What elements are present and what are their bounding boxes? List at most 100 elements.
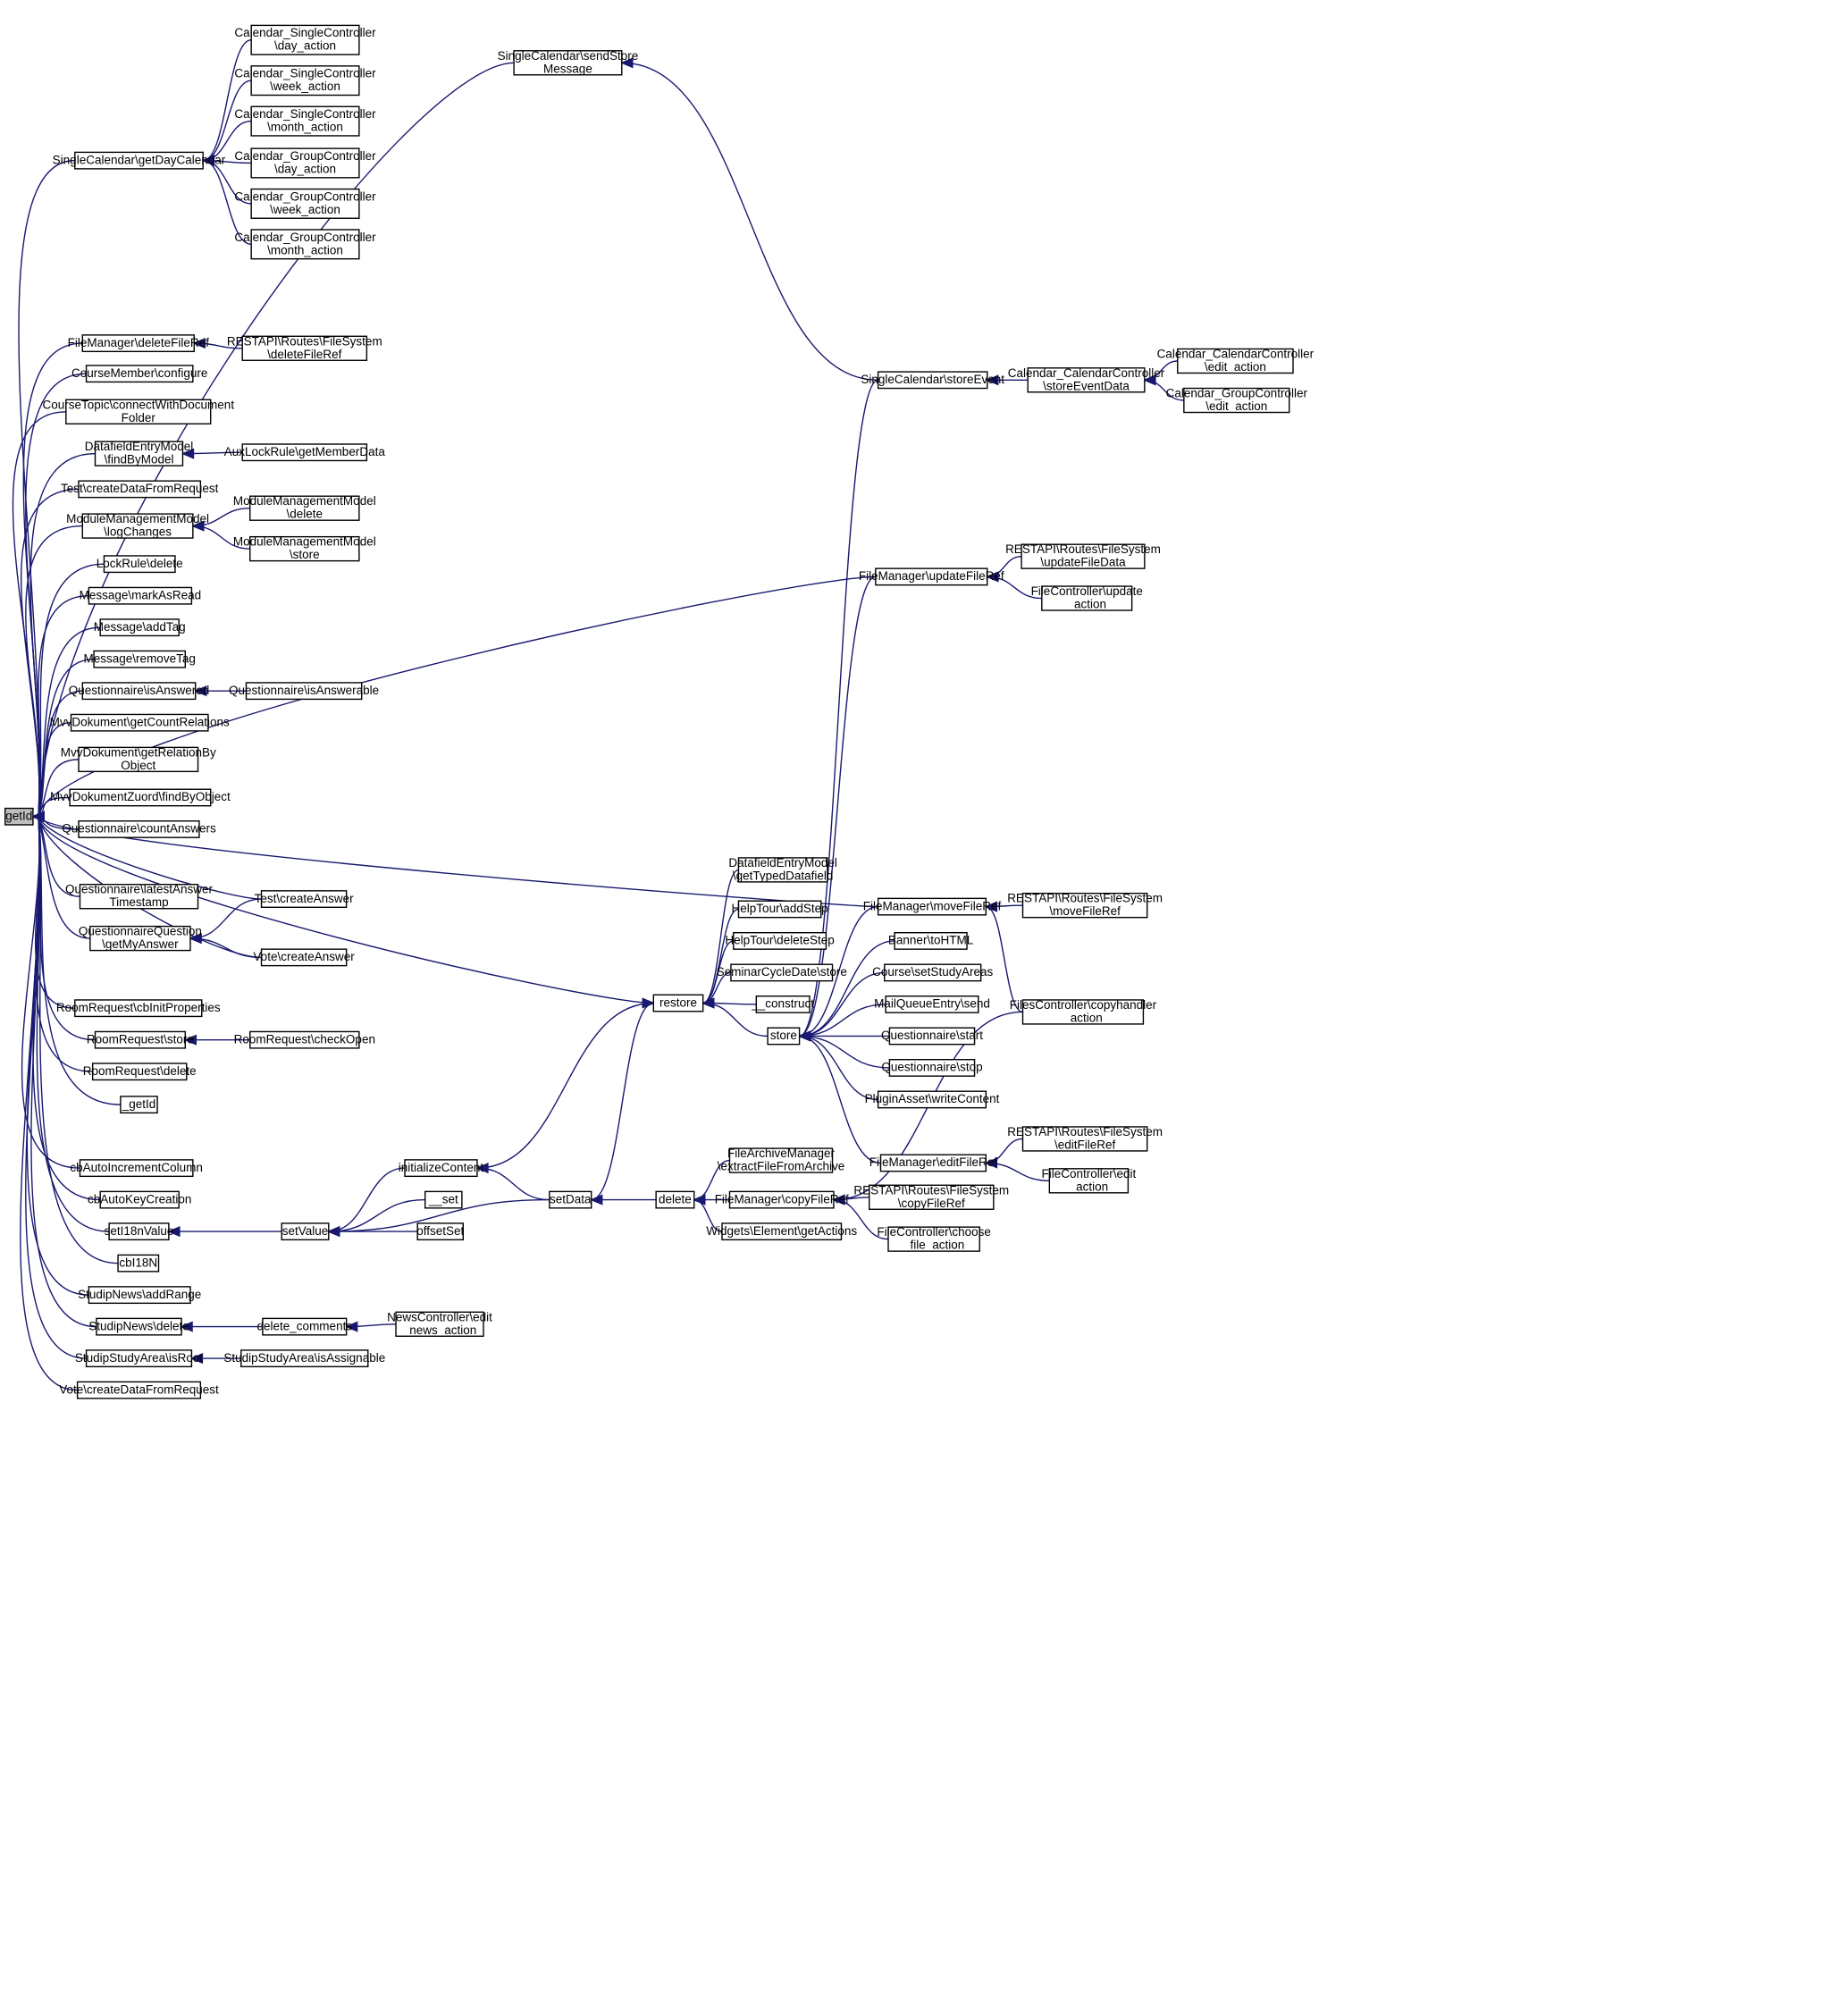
node-box <box>894 931 968 950</box>
node-mvvz-findByObject[interactable]: MvvDokumentZuord\findByObject <box>50 788 231 807</box>
node-box <box>103 555 176 574</box>
node-scd-store[interactable]: SeminarCycleDate\store <box>717 963 847 982</box>
node-mmm-store[interactable]: ModuleManagementModel\store <box>233 535 376 562</box>
node-sc-storeEvent[interactable]: SingleCalendar\storeEvent <box>861 371 1004 390</box>
node-msg-addTag[interactable]: Message\addTag <box>94 618 186 637</box>
node-setData[interactable]: setData <box>549 1190 592 1209</box>
node-fc-choose[interactable]: FileController\choose_file_action <box>877 1225 991 1252</box>
node-ht-deleteStep[interactable]: HelpTour\deleteStep <box>725 931 835 950</box>
node-fsc-copyhandler[interactable]: FilesController\copyhandler_action <box>1010 998 1157 1025</box>
node-label: \edit_action <box>1205 360 1266 374</box>
node-box <box>250 65 360 97</box>
node-q-stop[interactable]: Questionnaire\stop <box>881 1058 983 1077</box>
node-cm-configure[interactable]: CourseMember\configure <box>71 365 207 383</box>
node-q-isAnswerable[interactable]: Questionnaire\isAnswerable <box>229 682 379 701</box>
node-q-start[interactable]: Questionnaire\start <box>881 1027 983 1046</box>
node-label: SingleCalendar\storeEvent <box>861 373 1004 386</box>
node-csc-week[interactable]: Calendar_SingleController\week_action <box>234 65 376 97</box>
node-qq-getMyAnswer[interactable]: QuestionnaireQuestion\getMyAnswer <box>79 925 202 952</box>
node-fm-updateFileRef[interactable]: FileManager\updateFileRef <box>859 567 1004 586</box>
node-msg-markAsRead[interactable]: Message\markAsRead <box>80 586 202 605</box>
node-rr-checkOpen[interactable]: RoomRequest\checkOpen <box>234 1030 375 1049</box>
node-alr-getMemberData[interactable]: AuxLockRule\getMemberData <box>224 443 386 462</box>
node-rr-store[interactable]: RoomRequest\store <box>87 1030 194 1049</box>
node-ccc-edit[interactable]: Calendar_CalendarController\edit_action <box>1157 347 1315 374</box>
node-label: MvvDokumentZuord\findByObject <box>50 790 231 803</box>
node-label: StudipStudyArea\isAssignable <box>223 1351 385 1365</box>
node-setI18n[interactable]: setI18nValue <box>105 1222 174 1241</box>
node-dem-getTyped[interactable]: DatafieldEntryModel\getTypedDatafield <box>728 856 837 883</box>
node-restore[interactable]: restore <box>652 994 704 1012</box>
node-mmm-logChanges[interactable]: ModuleManagementModel\logChanges <box>66 512 209 539</box>
node-delete[interactable]: delete <box>655 1190 695 1209</box>
node-fc-edit[interactable]: FileController\edit_action <box>1041 1167 1137 1194</box>
node-box <box>91 1063 188 1081</box>
node-label: offsetSet <box>416 1224 464 1238</box>
node-getId[interactable]: getId <box>4 807 34 826</box>
node---set[interactable]: __set <box>424 1190 463 1209</box>
node-sn-delete[interactable]: StudipNews\delete <box>88 1317 189 1336</box>
node-rest-updateFileData[interactable]: RESTAPI\Routes\FileSystem\updateFileData <box>1005 542 1161 569</box>
node-cgc-day[interactable]: Calendar_GroupController\day_action <box>234 147 376 179</box>
node-pa-writeContent[interactable]: PluginAsset\writeContent <box>865 1090 1000 1109</box>
node-csc-month[interactable]: Calendar_SingleController\month_action <box>234 105 376 137</box>
node-ssa-isRoot[interactable]: StudipStudyArea\isRoot <box>75 1349 204 1368</box>
node-fm-moveFileRef[interactable]: FileManager\moveFileRef <box>863 897 1002 916</box>
node-nc-edit-news[interactable]: NewsController\edit_news_action <box>387 1310 492 1337</box>
node-rest-moveFileRef[interactable]: RESTAPI\Routes\FileSystem\moveFileRef <box>1007 892 1163 919</box>
node-course-setStudy[interactable]: Course\setStudyAreas <box>872 963 993 982</box>
node-cgc-month[interactable]: Calendar_GroupController\month_action <box>234 229 376 260</box>
node-label: Banner\toHTML <box>888 934 974 947</box>
node-q-countAnswers[interactable]: Questionnaire\countAnswers <box>62 820 216 838</box>
node-cgc-edit[interactable]: Calendar_GroupController\edit_action <box>1166 387 1308 414</box>
node-mmm-delete[interactable]: ModuleManagementModel\delete <box>233 494 376 521</box>
arrow-head <box>181 448 195 459</box>
node--getId[interactable]: _getId <box>120 1096 158 1114</box>
node-ccc-storeEventData[interactable]: Calendar_CalendarController\storeEventDa… <box>1008 366 1165 393</box>
node-delete-comments[interactable]: delete_comments <box>257 1317 353 1336</box>
node-cbAutoInc[interactable]: cbAutoIncrementColumn <box>70 1159 203 1178</box>
node-vote-createData[interactable]: Vote\createDataFromRequest <box>59 1381 219 1399</box>
node-fam-extract[interactable]: FileArchiveManager\extractFileFromArchiv… <box>718 1147 845 1173</box>
node-fm-editFileRef[interactable]: FileManager\editFileRef <box>869 1154 998 1172</box>
node-cbAutoKey[interactable]: cbAutoKeyCreation <box>88 1190 191 1209</box>
node-rr-cbInit[interactable]: RoomRequest\cbInitProperties <box>56 999 221 1018</box>
node-dem-findByModel[interactable]: DatafieldEntryModel\findByModel <box>85 440 194 466</box>
edge-msg-markAsRead-to-getId <box>38 594 89 817</box>
node-label: \month_action <box>267 121 343 134</box>
node-store[interactable]: store <box>767 1027 801 1046</box>
node-offsetSet[interactable]: offsetSet <box>416 1222 465 1241</box>
node-cbI18N[interactable]: cbI18N <box>117 1254 160 1273</box>
node-we-getActions[interactable]: Widgets\Element\getActions <box>706 1222 857 1241</box>
node-label: delete_comments <box>257 1319 353 1332</box>
node-sn-addRange[interactable]: StudipNews\addRange <box>78 1286 201 1305</box>
node-initializeContent[interactable]: initializeContent <box>399 1159 484 1178</box>
node---construct[interactable]: __construct <box>751 995 814 1013</box>
node-fm-deleteFileRef[interactable]: FileManager\deleteFileRef <box>68 334 210 353</box>
node-rest-copyFileRef[interactable]: RESTAPI\Routes\FileSystem\copyFileRef <box>853 1183 1009 1210</box>
node-vote-createAnswer[interactable]: Vote\createAnswer <box>253 948 355 967</box>
node-fm-copyFileRef[interactable]: FileManager\copyFileRef <box>715 1190 849 1209</box>
node-test-createAnswer[interactable]: Test\createAnswer <box>255 890 355 909</box>
node-q-isAnswered[interactable]: Questionnaire\isAnswered <box>69 682 210 701</box>
node-mqe-send[interactable]: MailQueueEntry\send <box>874 995 990 1013</box>
node-sc-getDayCalendar[interactable]: SingleCalendar\getDayCalendar <box>53 151 226 170</box>
node-msg-removeTag[interactable]: Message\removeTag <box>84 650 196 668</box>
node-rest-editFileRef[interactable]: RESTAPI\Routes\FileSystem\editFileRef <box>1007 1125 1163 1152</box>
node-test-createData[interactable]: Test\createDataFromRequest <box>61 480 219 499</box>
node-cgc-week[interactable]: Calendar_GroupController\week_action <box>234 188 376 219</box>
node-lr-delete[interactable]: LockRule\delete <box>97 555 183 574</box>
node-ssa-isAssignable[interactable]: StudipStudyArea\isAssignable <box>223 1349 385 1368</box>
node-banner-toHTML[interactable]: Banner\toHTML <box>888 931 974 950</box>
node-ht-addStep[interactable]: HelpTour\addStep <box>732 900 828 919</box>
node-fc-update[interactable]: FileController\update_action <box>1031 584 1143 611</box>
node-rest-deleteFileRef[interactable]: RESTAPI\Routes\FileSystem\deleteFileRef <box>227 334 382 361</box>
node-mvv-getCount[interactable]: MvvDokument\getCountRelations <box>50 713 230 732</box>
node-rr-delete[interactable]: RoomRequest\delete <box>83 1063 197 1081</box>
node-csc-day[interactable]: Calendar_SingleController\day_action <box>234 24 376 55</box>
node-setValue[interactable]: setValue <box>281 1222 330 1241</box>
